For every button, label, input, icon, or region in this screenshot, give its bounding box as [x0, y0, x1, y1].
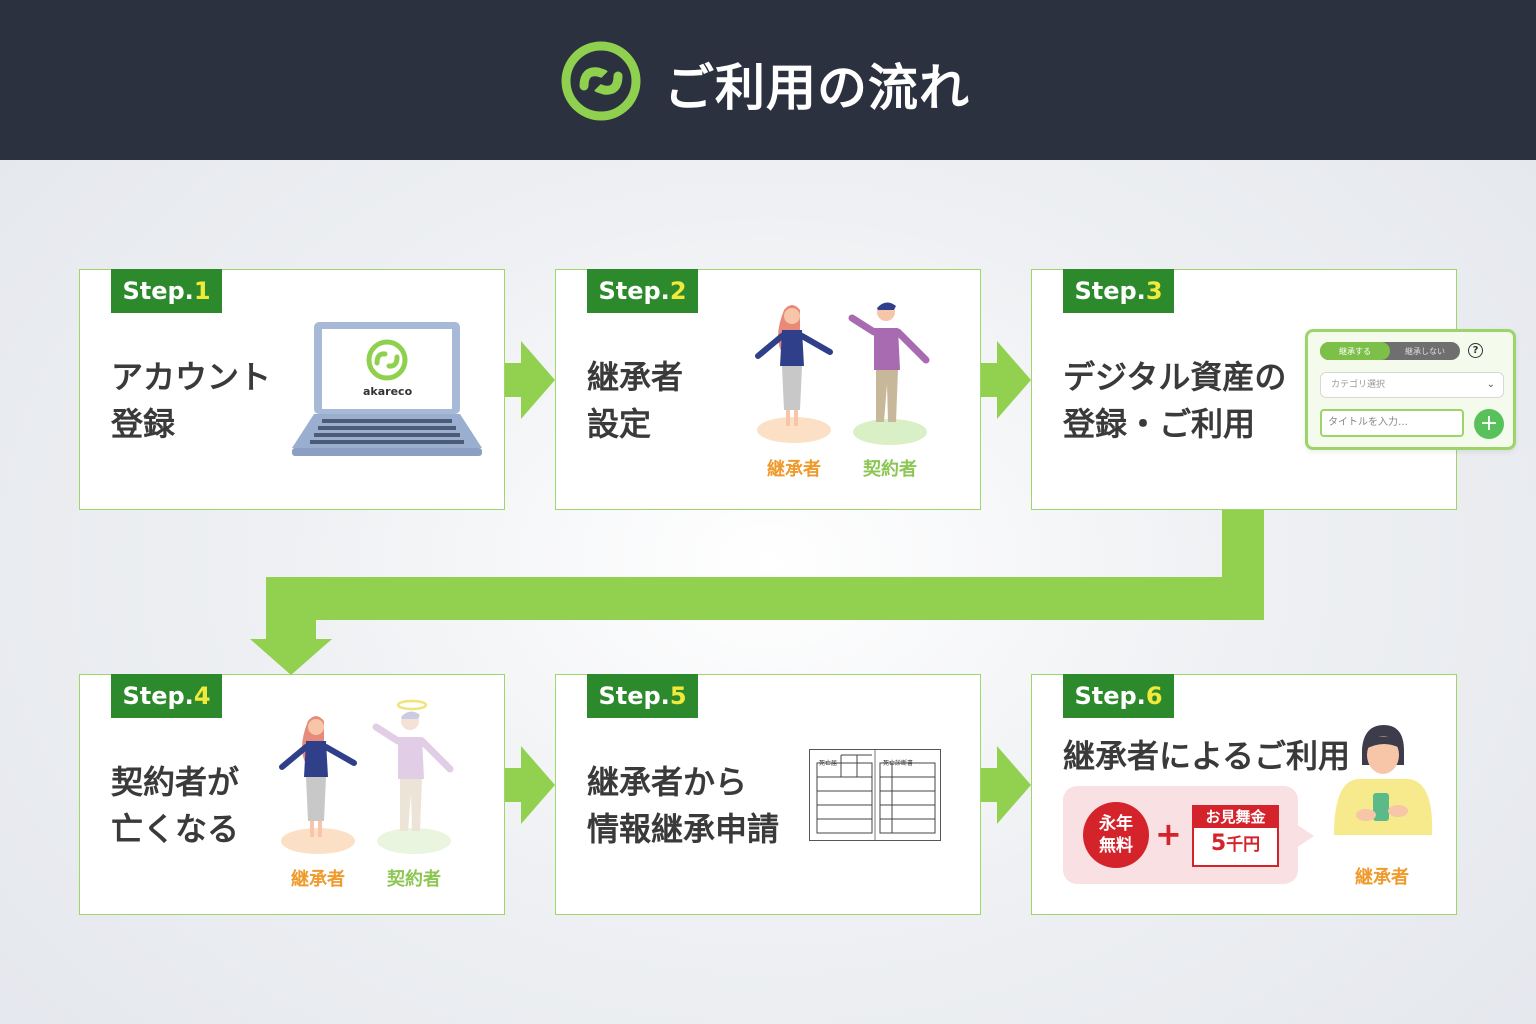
arrow-right-icon	[483, 746, 555, 824]
step-title: 継承者によるご利用	[1063, 737, 1351, 775]
arrow-right-icon	[959, 341, 1031, 419]
step-tag: Step.2	[587, 269, 698, 313]
step-prefix: Step.	[122, 682, 194, 710]
deceased-contractor-illustration	[372, 699, 454, 854]
toggle-inherit-off[interactable]: 継承しない	[1405, 346, 1445, 356]
step-card-2: Step.2 継承者 設定 継承者 契約者	[555, 269, 981, 510]
laptop-brand-text: akareco	[363, 385, 413, 398]
add-button[interactable]: +	[1474, 409, 1504, 439]
step-card-1: Step.1 アカウント 登録 akareco	[79, 269, 505, 510]
step-title-line2: 亡くなる	[111, 810, 240, 848]
step-tag: Step.4	[111, 674, 222, 718]
step-title-line2: 登録・ご利用	[1063, 405, 1256, 443]
step-number: 6	[1145, 682, 1163, 710]
step-number: 3	[1145, 277, 1163, 305]
gift-amount-number: 5	[1210, 831, 1227, 856]
asset-form-mockup: 継承する 継承しない ? カテゴリ選択 ⌄ タイトルを入力… +	[1305, 329, 1516, 450]
step-title-line1: デジタル資産の	[1063, 358, 1287, 396]
free-forever-badge: 永年 無料	[1083, 802, 1149, 868]
step-number: 2	[669, 277, 687, 305]
step-prefix: Step.	[598, 682, 670, 710]
heir-label: 継承者	[767, 459, 821, 480]
header-bar: ご利用の流れ	[0, 0, 1536, 160]
step-tag: Step.1	[111, 269, 222, 313]
step-title-line2: 登録	[111, 405, 176, 443]
step-prefix: Step.	[1074, 277, 1146, 305]
condolence-money-title: お見舞金	[1194, 807, 1277, 828]
contractor-man-illustration	[848, 302, 930, 445]
step-title-line1: 契約者が	[111, 763, 240, 801]
death-certificate-document-icon	[809, 749, 941, 841]
category-select[interactable]: カテゴリ選択 ⌄	[1320, 372, 1504, 398]
step-title-line2: 設定	[587, 405, 652, 443]
contractor-label: 契約者	[863, 459, 917, 480]
help-icon[interactable]: ?	[1468, 343, 1483, 358]
step-prefix: Step.	[122, 277, 194, 305]
toggle-inherit-on[interactable]: 継承する	[1320, 342, 1390, 360]
title-input[interactable]: タイトルを入力…	[1320, 409, 1464, 437]
akareco-logo-icon	[561, 41, 641, 121]
step-title-line2: 情報継承申請	[587, 810, 780, 848]
condolence-money-badge: お見舞金 5千円	[1192, 805, 1279, 867]
heir-woman-illustration	[279, 716, 357, 854]
step-tag: Step.3	[1063, 269, 1174, 313]
free-line1: 永年	[1099, 814, 1133, 834]
bubble-tail-icon	[1296, 824, 1314, 848]
arrow-right-icon	[959, 746, 1031, 824]
step-tag: Step.5	[587, 674, 698, 718]
condolence-money-amount: 5千円	[1194, 830, 1277, 856]
gift-amount-unit: 千円	[1226, 835, 1261, 855]
step-title-line1: 継承者から	[587, 763, 748, 801]
step-prefix: Step.	[598, 277, 670, 305]
plus-icon: +	[1155, 815, 1182, 853]
heir-label: 継承者	[1355, 867, 1409, 888]
step-title-line1: アカウント	[111, 358, 272, 396]
step-tag: Step.6	[1063, 674, 1174, 718]
step-card-4: Step.4 契約者が 亡くなる 継承者 契約者	[79, 674, 505, 915]
doc-left-label: 死亡届	[819, 760, 838, 767]
page-title: ご利用の流れ	[664, 59, 970, 117]
doc-right-label: 死亡診断書	[883, 760, 914, 767]
step-card-5: Step.5 継承者から 情報継承申請 死亡届 死亡診断書	[555, 674, 981, 915]
arrow-right-icon	[483, 341, 555, 419]
step-prefix: Step.	[1074, 682, 1146, 710]
chevron-down-icon: ⌄	[1486, 379, 1495, 390]
inherit-toggle[interactable]: 継承する 継承しない	[1320, 342, 1460, 360]
contractor-label: 契約者	[387, 869, 441, 890]
laptop-illustration	[292, 322, 482, 456]
step-number: 5	[669, 682, 687, 710]
arrow-down-connector-icon	[250, 509, 1264, 675]
heir-woman-illustration	[755, 305, 833, 443]
free-line2: 無料	[1099, 836, 1133, 856]
heir-label: 継承者	[291, 869, 345, 890]
step-title-line1: 継承者	[587, 358, 684, 396]
heir-using-phone-illustration	[1334, 725, 1433, 835]
step-number: 4	[193, 682, 211, 710]
step-number: 1	[193, 277, 211, 305]
category-select-placeholder: カテゴリ選択	[1331, 380, 1386, 390]
